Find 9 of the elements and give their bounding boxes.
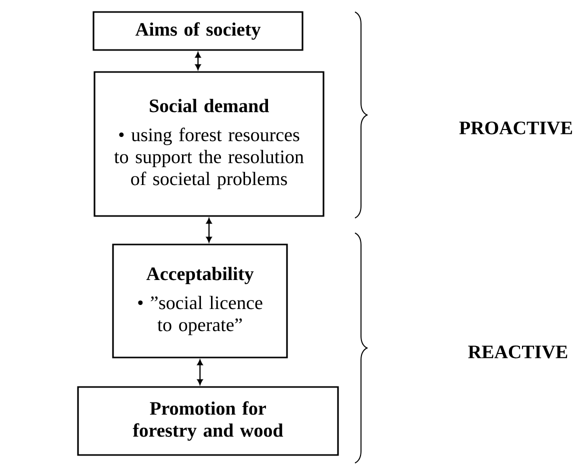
arrow [195,52,201,70]
process-box: Aims of society [92,11,304,51]
arrow [206,218,212,242]
section-label: REACTIVE [468,346,568,358]
process-box: Promotion for forestry and wood [77,386,339,456]
process-box: Social demand • using forest resources to support the resolution of societal problems [94,71,324,217]
arrow [197,360,203,385]
process-box: Acceptability • ”social licence to operate” [112,244,288,358]
section-label: PROACTIVE [459,122,572,134]
